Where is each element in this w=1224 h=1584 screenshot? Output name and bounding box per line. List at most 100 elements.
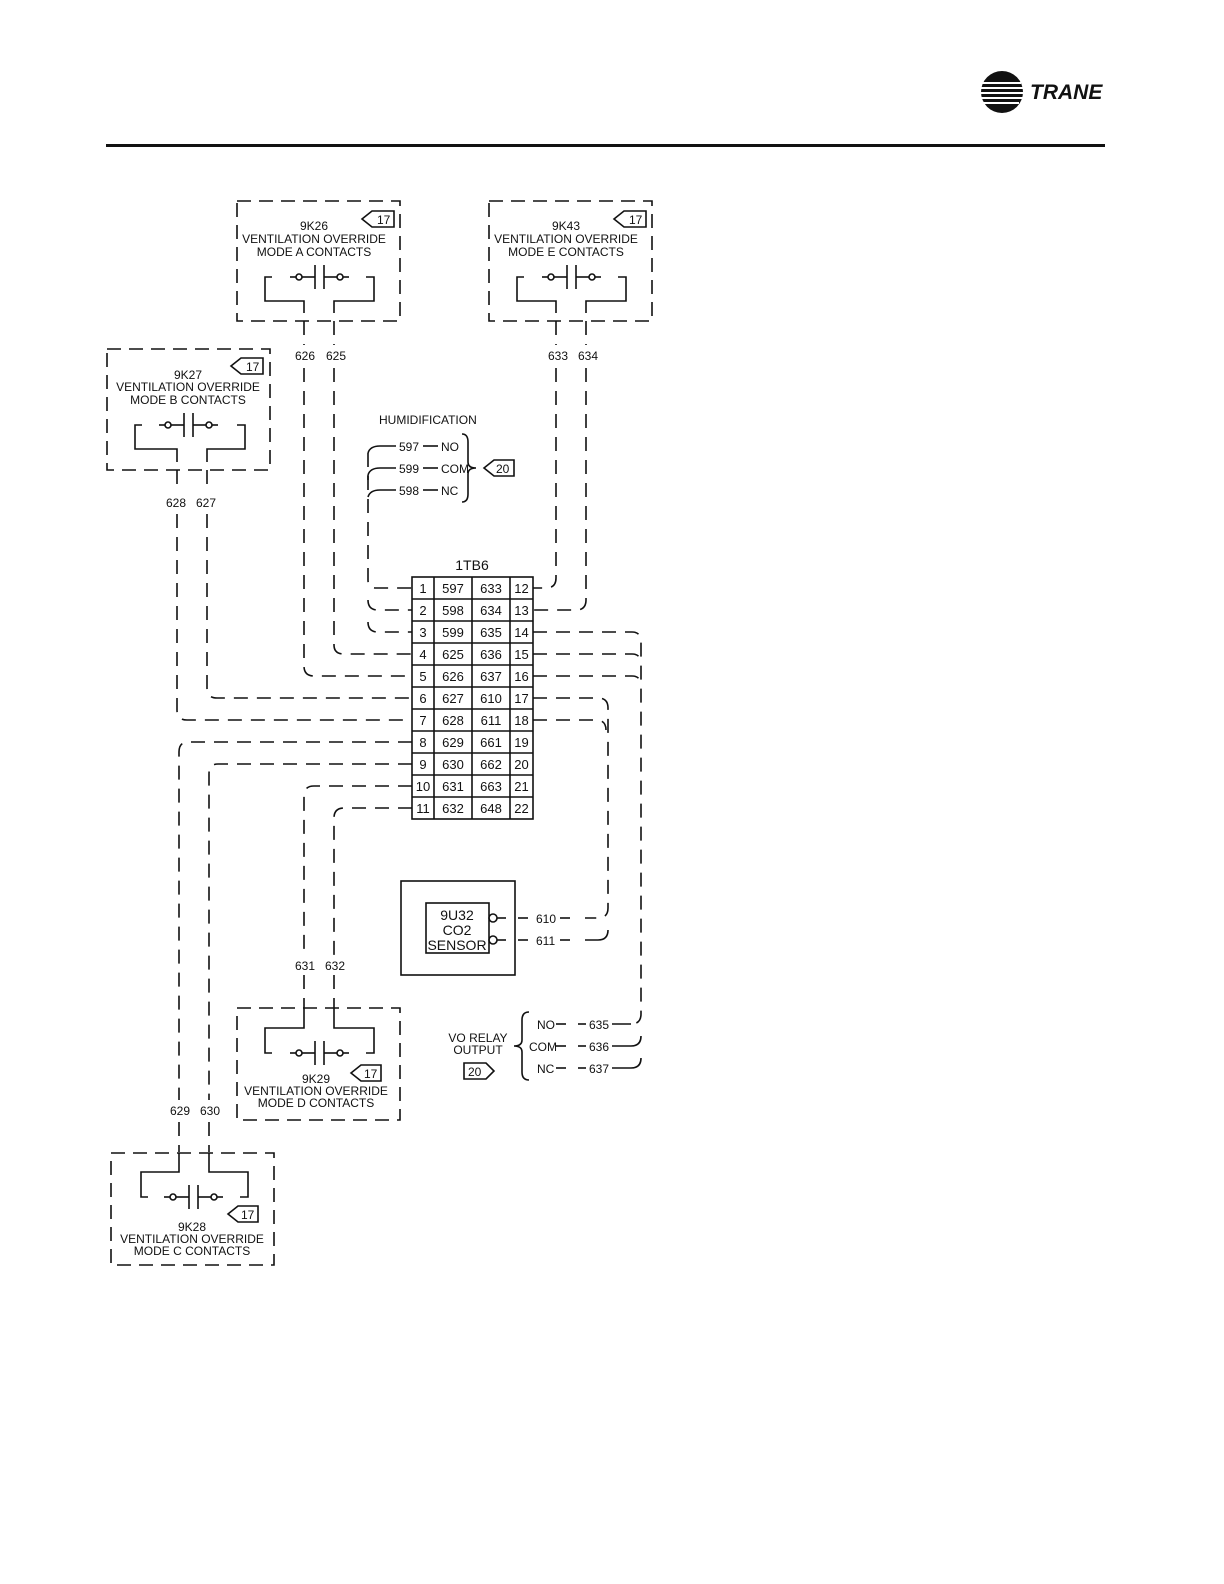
- terminal-cell: 21: [514, 779, 528, 794]
- terminal-cell: 4: [419, 647, 426, 662]
- ref-tag-17-icon: 17: [612, 210, 647, 228]
- terminal-cell: 11: [416, 801, 430, 816]
- contact-symbol-icon: [264, 1008, 375, 1065]
- svg-text:COM: COM: [441, 462, 469, 476]
- contact-symbol-icon: [516, 265, 627, 313]
- terminal-cell: 17: [514, 691, 528, 706]
- wire-label: 610: [536, 912, 556, 926]
- svg-text:17: 17: [364, 1067, 378, 1081]
- wire-label: 634: [578, 349, 598, 363]
- terminal-cell: 631: [442, 779, 464, 794]
- module-id: 9K28: [178, 1220, 206, 1234]
- module-line1: VENTILATION OVERRIDE: [242, 232, 386, 246]
- terminal-cell: 627: [442, 691, 464, 706]
- terminal-cell: 6: [419, 691, 426, 706]
- ref-tag-17-icon: 17: [349, 1064, 382, 1082]
- terminal-cell: 632: [442, 801, 464, 816]
- terminal-cell: 599: [442, 625, 464, 640]
- module-line1: VENTILATION OVERRIDE: [120, 1232, 264, 1246]
- svg-text:20: 20: [496, 462, 510, 476]
- terminal-cell: 19: [514, 735, 528, 750]
- wire-label: 611: [536, 934, 555, 948]
- terminal-cell: 629: [442, 735, 464, 750]
- terminal-cell: 8: [419, 735, 426, 750]
- svg-text:599: 599: [399, 462, 419, 476]
- ref-tag-20-icon: 20: [482, 459, 515, 477]
- module-line2: MODE A CONTACTS: [257, 245, 371, 259]
- trane-globe-icon: [981, 71, 1025, 113]
- relay-module-e: 17 9K43 VENTILATION OVERRIDE MODE E CONT…: [488, 200, 653, 363]
- wire-label: 633: [548, 349, 568, 363]
- module-id: 9K43: [552, 219, 580, 233]
- wire-label: 625: [326, 349, 346, 363]
- svg-text:NC: NC: [537, 1062, 555, 1076]
- terminal-cell: 636: [480, 647, 502, 662]
- relay-module-c: 629 630 17 9K28 VENTILATION OVERRIDE MOD…: [110, 1104, 275, 1266]
- humidification-group: HUMIDIFICATION 597 599 598 NO COM NC 20: [367, 413, 515, 503]
- terminal-cell: 611: [481, 713, 502, 728]
- terminal-cell: 637: [480, 669, 502, 684]
- terminal-cell: 626: [442, 669, 464, 684]
- terminal-cell: 12: [514, 581, 528, 596]
- ref-tag-17-icon: 17: [229, 357, 264, 375]
- terminal-cell: 635: [480, 625, 502, 640]
- svg-text:NC: NC: [441, 484, 459, 498]
- wire-label: 631: [295, 959, 315, 973]
- humidification-title: HUMIDIFICATION: [379, 413, 477, 427]
- wire-label: 636: [589, 1040, 609, 1054]
- module-line1: VENTILATION OVERRIDE: [116, 380, 260, 394]
- svg-text:COM: COM: [529, 1040, 557, 1054]
- terminal-cell: 663: [480, 779, 502, 794]
- contact-symbol-icon: [134, 413, 246, 462]
- trane-logo: TRANE: [981, 71, 1103, 113]
- wire-label: 635: [589, 1018, 609, 1032]
- svg-text:17: 17: [377, 213, 391, 227]
- vo-relay-line1: VO RELAY: [448, 1031, 507, 1045]
- header-rule: [106, 144, 1105, 147]
- module-line2: MODE C CONTACTS: [134, 1244, 250, 1258]
- module-line1: VENTILATION OVERRIDE: [244, 1084, 388, 1098]
- svg-text:NO: NO: [537, 1018, 555, 1032]
- terminal-cell: 2: [419, 603, 426, 618]
- svg-text:598: 598: [399, 484, 419, 498]
- terminal-cell: 22: [514, 801, 528, 816]
- contact-symbol-icon: [140, 1153, 249, 1209]
- sensor-type: CO2: [443, 922, 472, 938]
- terminal-cell: 630: [442, 757, 464, 772]
- svg-text:NO: NO: [441, 440, 459, 454]
- vo-relay-line2: OUTPUT: [453, 1043, 503, 1057]
- terminal-cell: 3: [419, 625, 426, 640]
- terminal-cell: 661: [480, 735, 502, 750]
- sensor-label: SENSOR: [427, 937, 486, 953]
- module-line2: MODE D CONTACTS: [258, 1096, 374, 1110]
- terminal-cell: 15: [514, 647, 528, 662]
- relay-module-a: 17 9K26 VENTILATION OVERRIDE MODE A CONT…: [236, 200, 401, 363]
- terminal-cell: 634: [480, 603, 502, 618]
- relay-module-d: 631 632 17 9K29 VENTILATION OVERRIDE MOD…: [236, 959, 401, 1121]
- terminal-cell: 648: [480, 801, 502, 816]
- terminal-cell: 14: [514, 625, 528, 640]
- module-id: 9K26: [300, 219, 328, 233]
- module-id: 9K29: [302, 1072, 330, 1086]
- module-id: 9K27: [174, 368, 202, 382]
- module-line2: MODE E CONTACTS: [508, 245, 624, 259]
- terminal-cell: 625: [442, 647, 464, 662]
- terminal-cell: 10: [416, 779, 430, 794]
- wire-label: 637: [589, 1062, 609, 1076]
- terminal-block-title: 1TB6: [455, 557, 489, 573]
- terminal-cell: 598: [442, 603, 464, 618]
- sensor-id: 9U32: [440, 907, 474, 923]
- wire-label: 627: [196, 496, 216, 510]
- svg-text:20: 20: [468, 1065, 482, 1079]
- module-line1: VENTILATION OVERRIDE: [494, 232, 638, 246]
- wire-label: 626: [295, 349, 315, 363]
- terminal-cell: 597: [442, 581, 464, 596]
- wire-label: 629: [170, 1104, 190, 1118]
- terminal-cell: 7: [419, 713, 426, 728]
- svg-text:17: 17: [629, 213, 643, 227]
- terminal-cell: 628: [442, 713, 464, 728]
- vo-relay-output: VO RELAY OUTPUT 20 NO COM NC 635 636 637: [448, 1011, 609, 1081]
